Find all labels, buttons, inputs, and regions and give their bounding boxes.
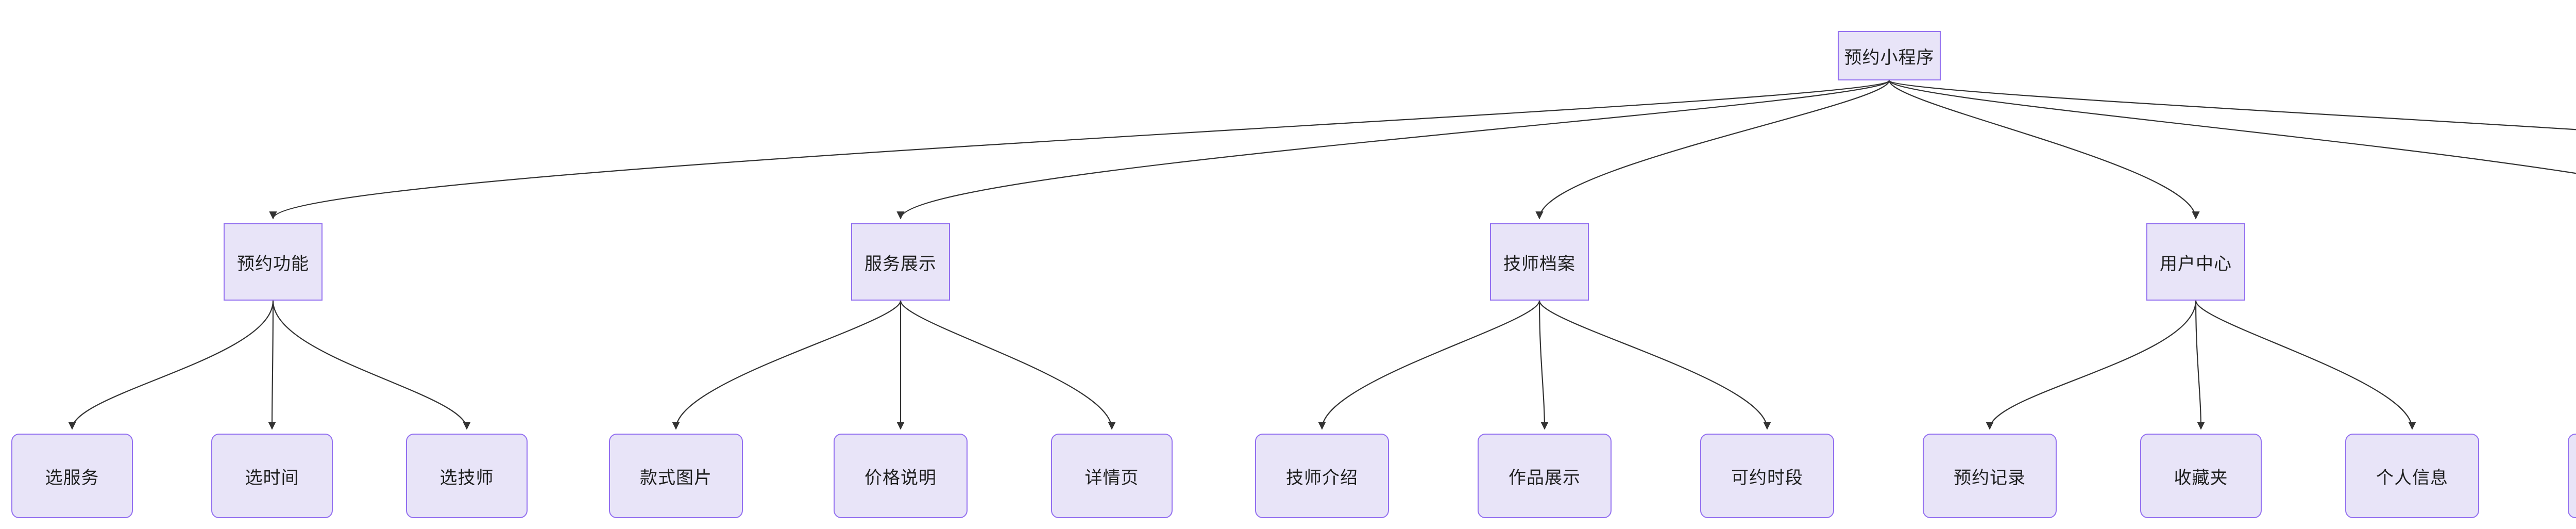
- category-node-1[interactable]: 服务展示: [851, 223, 950, 301]
- edge-l2-3-to-l3-10: [2195, 300, 2205, 430]
- leaf-node-9[interactable]: 预约记录: [1923, 434, 2057, 518]
- leaf-node-0[interactable]: 选服务: [11, 434, 133, 518]
- edge-l2-0-to-l3-1: [268, 300, 276, 430]
- leaf-node-10-label: 收藏夹: [2174, 468, 2228, 488]
- edge-root-to-l2-4: [1888, 80, 2576, 174]
- leaf-node-3-label: 款式图片: [640, 468, 712, 488]
- edge-root-to-l2-2: [1535, 80, 1890, 220]
- leaf-node-4[interactable]: 价格说明: [834, 434, 968, 518]
- edge-l2-1-to-l3-5: [900, 300, 1116, 430]
- category-node-0-label: 预约功能: [237, 254, 309, 274]
- edge-l2-1-to-l3-3: [672, 300, 902, 430]
- leaf-node-6[interactable]: 技师介绍: [1255, 434, 1389, 518]
- category-node-3-label: 用户中心: [2160, 254, 2232, 274]
- category-node-3[interactable]: 用户中心: [2146, 223, 2245, 301]
- leaf-node-3[interactable]: 款式图片: [609, 434, 743, 518]
- leaf-node-2[interactable]: 选技师: [406, 434, 528, 518]
- leaf-node-11-label: 个人信息: [2376, 468, 2448, 488]
- edge-l2-2-to-l3-6: [1318, 300, 1540, 430]
- root-node-预约小程序-label: 预约小程序: [1844, 47, 1935, 68]
- category-node-0[interactable]: 预约功能: [224, 223, 323, 301]
- category-node-2[interactable]: 技师档案: [1490, 223, 1589, 301]
- root-node-预约小程序[interactable]: 预约小程序: [1838, 31, 1941, 80]
- leaf-node-8-label: 可约时段: [1731, 468, 1803, 488]
- edge-root-to-l2-1: [896, 80, 1890, 220]
- edge-root-to-l2-3: [1888, 80, 2200, 220]
- category-node-1-label: 服务展示: [865, 254, 937, 274]
- edge-l2-0-to-l3-2: [272, 300, 471, 430]
- edge-l2-2-to-l3-7: [1538, 300, 1549, 430]
- edge-root-to-l2-0: [269, 80, 1890, 220]
- leaf-node-2-label: 选技师: [439, 468, 494, 488]
- edge-l2-3-to-l3-11: [2195, 300, 2416, 430]
- leaf-node-12[interactable]: 微信通知: [2568, 434, 2576, 518]
- edge-root-to-l2-5: [1888, 80, 2576, 130]
- leaf-node-4-label: 价格说明: [865, 468, 937, 488]
- leaf-node-6-label: 技师介绍: [1286, 468, 1358, 488]
- leaf-node-5[interactable]: 详情页: [1051, 434, 1173, 518]
- category-node-2-label: 技师档案: [1503, 254, 1575, 274]
- edge-l2-2-to-l3-8: [1538, 300, 1771, 430]
- leaf-node-7[interactable]: 作品展示: [1478, 434, 1612, 518]
- leaf-node-1[interactable]: 选时间: [211, 434, 333, 518]
- edge-l2-0-to-l3-0: [68, 300, 274, 430]
- leaf-node-7-label: 作品展示: [1509, 468, 1581, 488]
- leaf-node-11[interactable]: 个人信息: [2345, 434, 2479, 518]
- leaf-node-0-label: 选服务: [45, 468, 99, 488]
- leaf-node-1-label: 选时间: [245, 468, 299, 488]
- edge-l2-3-to-l3-9: [1986, 300, 2197, 430]
- leaf-node-5-label: 详情页: [1084, 468, 1139, 488]
- leaf-node-10[interactable]: 收藏夹: [2140, 434, 2262, 518]
- leaf-node-8[interactable]: 可约时段: [1700, 434, 1834, 518]
- leaf-node-9-label: 预约记录: [1954, 468, 2026, 488]
